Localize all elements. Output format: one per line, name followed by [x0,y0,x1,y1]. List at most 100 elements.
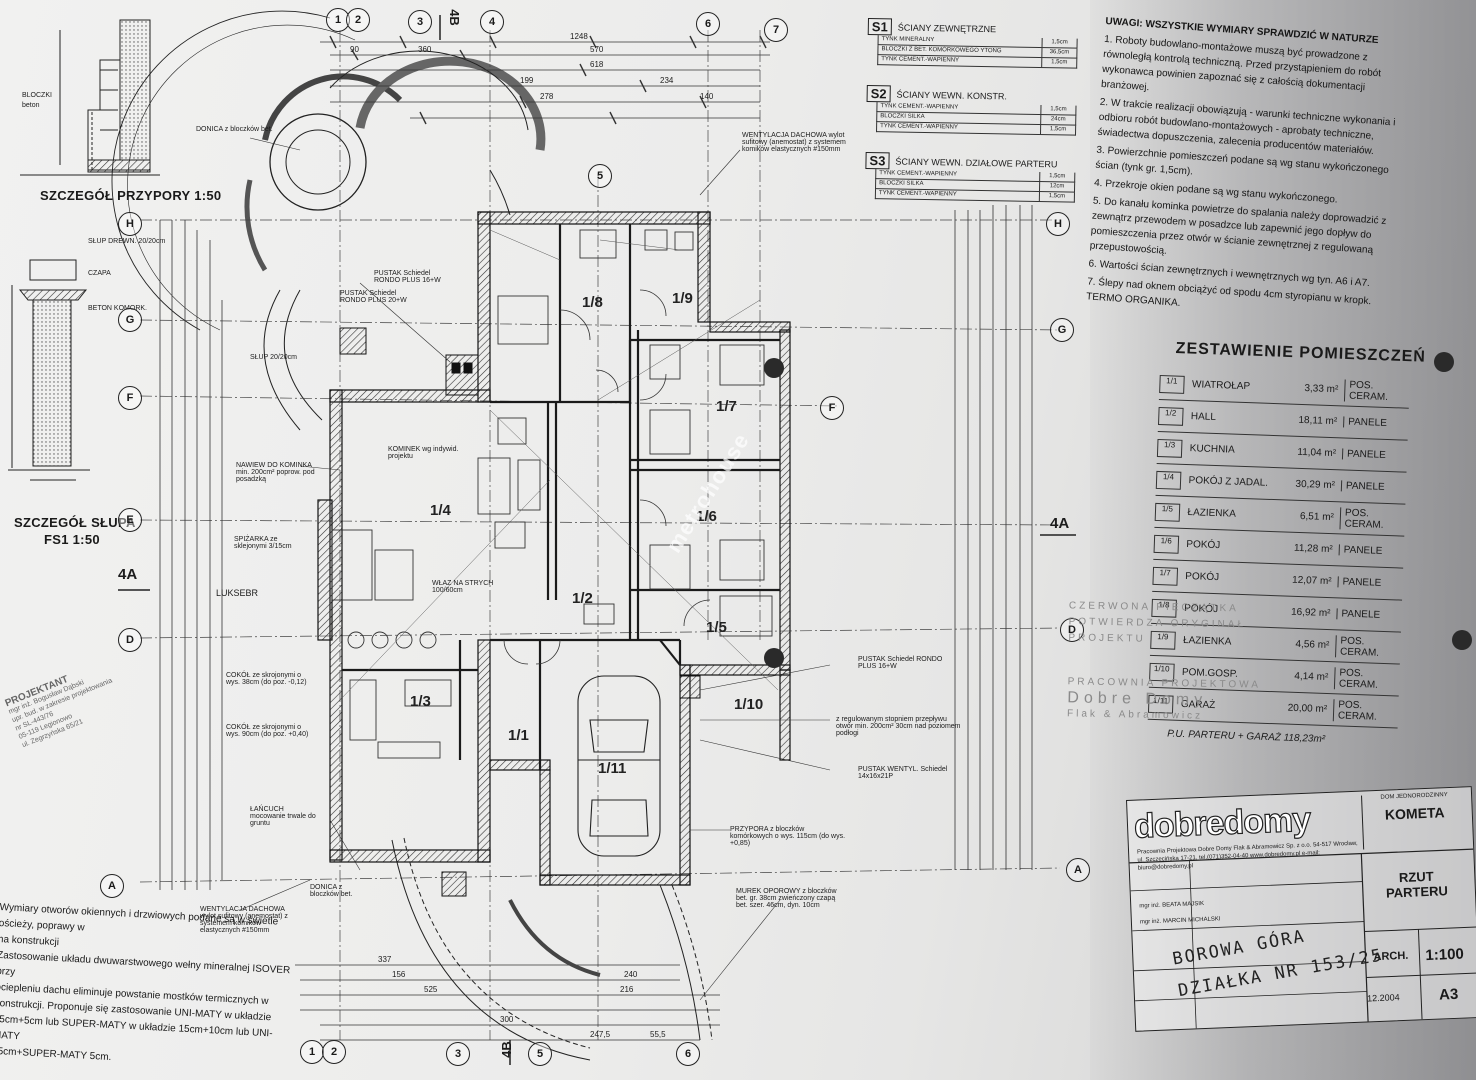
column-note-3: BETON KOMORK. [88,305,147,312]
wall-type-code: S3 [865,151,890,170]
bottom-dimension-chains [295,964,720,1041]
axis-label-left: G [118,308,142,332]
room-area: 6,51 m² [1299,510,1335,524]
air-intake-note: z regulowanym stopniem przepływu otwór m… [836,716,961,737]
top-dim-values: 1248 570 618 360 234 199 278 90 140 [350,32,714,101]
room-no: 1/7 [1152,566,1178,586]
room-name: POKÓJ [1186,539,1221,552]
svg-text:156: 156 [392,970,406,979]
room-floor: PANELE [1336,608,1402,622]
section-arrows [118,15,1076,1065]
curved-retaining-wall [391,837,713,1061]
axis-label-bottom: 1 [300,1040,324,1064]
axis-label-bottom: 2 [322,1040,346,1064]
planter-note-bottom: DONICA z bloczków bet. [310,884,353,898]
room-no: 1/5 [1154,502,1180,522]
room-floor: PANELE [1338,544,1404,558]
section-mark: 4A [118,566,138,583]
svg-text:140: 140 [700,92,714,101]
axis-label-left: F [118,386,142,410]
svg-text:90: 90 [350,45,359,54]
retaining-wall-note: MUREK OPOROWY z bloczków bet. gr. 38cm z… [736,888,837,909]
attic-hatch-note: WŁAZ NA STRYCH 100/60cm [432,580,494,594]
room-name: POKÓJ [1185,571,1220,584]
roof-vent-note-top: WENTYLACJA DACHOWA wylot sufitowy (anemo… [742,132,846,153]
wall-type-title: ŚCIANY WEWN. KONSTR. [896,89,1007,101]
drawing-dot [764,358,784,378]
wall-type-title: ŚCIANY WEWN. DZIAŁOWE PARTERU [895,156,1058,169]
room-floor: PANELE [1337,576,1403,590]
wall-layer-thickness: 12cm [1039,182,1075,192]
room-floor: PANELE [1341,448,1408,462]
room-area: 12,07 m² [1291,574,1332,588]
wall-type-s3: S3 ŚCIANY WEWN. DZIAŁOWE PARTERU TYNK CEM… [865,151,1076,203]
stamp-line: PROJEKTU [1068,632,1146,645]
axis-label-left: H [118,212,142,236]
axis-label-top: 2 [346,8,370,32]
exterior-walls [317,211,791,886]
left-dimension-chains [159,220,223,890]
column-note-1: SŁUP DREWN. 20/20cm [88,238,166,245]
room-area: 4,56 m² [1295,638,1330,652]
column-note-2: CZAPA [88,270,111,277]
wall-layer: TYNK CEMENT.-WAPIENNY [880,123,958,131]
wall-type-s2: S2 ŚCIANY WEWN. KONSTR. TYNK CEMENT.-WAPI… [866,84,1077,136]
section-mark: 4B [446,9,462,26]
drawing-dot [764,648,784,668]
chimney-note-2: PUSTAK Schiedel RONDO PLUS 20+W [340,290,407,304]
room-number: 1/1 [508,727,529,744]
room-area: 11,28 m² [1293,542,1333,556]
room-area: 16,92 m² [1290,606,1331,620]
room-floor: POS. CERAM. [1334,634,1401,660]
buttress-detail-title: SZCZEGÓŁ PRZYPORY 1:50 [40,188,222,203]
room-name: KUCHNIA [1189,443,1235,456]
roof-vent-note-bottom: WENTYLACJA DACHOWA wylot sufitowy (anemo… [200,906,288,934]
room-no: 1/3 [1156,438,1183,458]
room-no: 1/1 [1159,374,1185,394]
axis-label-left: E [118,508,142,532]
stamp-line: Flak & Abramowicz [1066,708,1204,722]
wall-layer-thickness: 1,5cm [1041,58,1077,68]
chain-note: ŁAŃCUCH mocowanie trwale do gruntu [250,806,316,827]
axis-label-bottom: 3 [446,1042,470,1066]
room-number: 1/3 [410,693,431,710]
room-number: 1/8 [582,294,603,311]
room-floor: PANELE [1340,480,1407,494]
reference-lines [339,229,779,701]
wall-layer-thickness: 1,5cm [1040,105,1076,115]
room-area: 20,00 m² [1287,702,1328,716]
svg-text:240: 240 [624,970,638,979]
svg-text:570: 570 [590,45,604,54]
column-detail-subtitle: FS1 1:50 [44,532,100,547]
wall-layer-thickness: 1,5cm [1038,192,1074,202]
buttress-detail [20,19,160,176]
section-mark: 4B [498,1041,514,1058]
svg-text:247,5: 247,5 [590,1030,611,1039]
room-name: WIATROŁAP [1191,379,1251,393]
room-number: 1/6 [696,508,717,525]
room-floor: POS. CERAM. [1332,698,1399,724]
wall-type-code: S2 [866,84,891,103]
axis-label-left: D [118,628,142,652]
room-number: 1/10 [734,696,764,713]
room-area: 4,14 m² [1294,670,1329,684]
buttress-note-2: beton [22,102,40,109]
chimney-note-1: PUSTAK Schiedel RONDO PLUS 16+W [374,270,441,284]
chimneys [339,327,701,897]
pantry-note: SPIŻARKA ze sklejonymi 3/15cm [234,536,292,550]
svg-text:1248: 1248 [570,32,588,41]
room-area: 30,29 m² [1295,478,1336,492]
planter-note-top: DONICA z bloczków bet. [196,126,273,133]
room-number: 1/9 [672,290,693,307]
axis-label-bottom: 6 [676,1042,700,1066]
axis-label-top: 5 [588,164,612,188]
room-area: 18,11 m² [1298,414,1338,428]
leader-lines [239,137,831,1001]
svg-text:300: 300 [500,1015,514,1024]
axis-label-bottom: 5 [528,1042,552,1066]
wall-layer: TYNK CEMENT.-WAPIENNY [878,190,957,198]
room-floor: POS. CERAM. [1333,666,1400,692]
handwritten-mark: LUKSEBR [216,588,259,598]
